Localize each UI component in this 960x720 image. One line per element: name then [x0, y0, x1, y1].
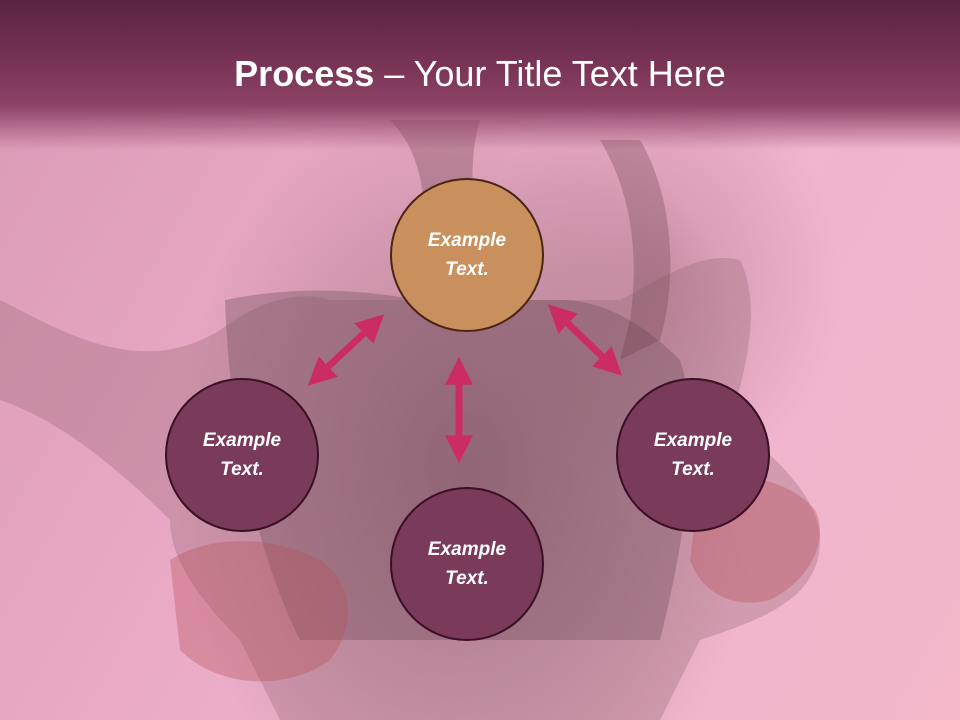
title-bold: Process: [234, 53, 375, 94]
node-text-line1: Example: [653, 430, 733, 451]
node-text-line2: Text.: [220, 459, 264, 480]
node-text-line1: Example: [427, 230, 507, 251]
title-rest: – Your Title Text Here: [374, 53, 726, 94]
node-text-line1: Example: [202, 430, 282, 451]
process-node-top: Example Text.: [390, 178, 544, 332]
node-text-line2: Text.: [445, 568, 489, 589]
node-text-line2: Text.: [671, 459, 715, 480]
double-arrow-right: [547, 304, 623, 376]
process-node-bottom: Example Text.: [390, 487, 544, 641]
title-bar: Process – Your Title Text Here: [0, 0, 960, 150]
node-text-line1: Example: [427, 539, 507, 560]
node-text-line2: Text.: [445, 259, 489, 280]
process-node-right: Example Text.: [616, 378, 770, 532]
process-node-left: Example Text.: [165, 378, 319, 532]
slide-title: Process – Your Title Text Here: [0, 52, 960, 96]
double-arrow-left: [307, 314, 385, 386]
